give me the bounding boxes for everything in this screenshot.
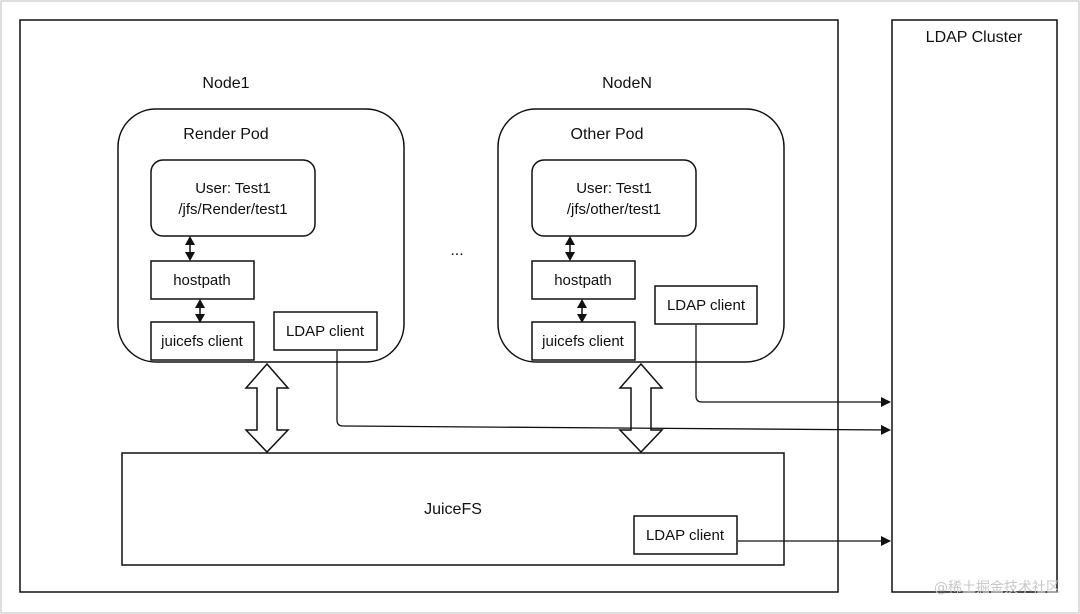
other-hostpath-box <box>531 260 636 300</box>
render-up-arrowhead-2 <box>195 299 205 308</box>
juicefs-ldap-client-box <box>633 515 738 555</box>
other-juicefs-client-label: juicefs client <box>541 333 625 350</box>
other-ldap-connection <box>695 325 891 407</box>
ellipsis-label: ... <box>450 242 463 259</box>
render-ldap-client-label: LDAP client <box>286 323 365 340</box>
other-down-arrowhead-2 <box>577 314 587 323</box>
ldap-cluster-box <box>891 19 1058 593</box>
node1-juicefs-double-arrow <box>244 362 290 454</box>
node1-label: Node1 <box>202 75 249 92</box>
render-user-box <box>150 159 316 237</box>
render-hostpath-box <box>150 260 255 300</box>
ldap-cluster-label: LDAP Cluster <box>926 29 1023 46</box>
nodeN-juicefs-double-arrow <box>618 362 664 454</box>
juicefs-label: JuiceFS <box>424 501 482 518</box>
render-up-arrowhead <box>185 236 195 245</box>
render-ldap-client-box <box>273 311 378 351</box>
render-hostpath-label: hostpath <box>173 272 231 289</box>
other-ldap-client-label: LDAP client <box>667 297 746 314</box>
other-user-box <box>531 159 697 237</box>
other-ldap-client-box <box>654 285 758 325</box>
render-pod <box>117 108 405 363</box>
render-pod-title: Render Pod <box>183 126 268 143</box>
other-user-path: /jfs/other/test1 <box>567 201 661 218</box>
other-user-line1: User: Test1 <box>576 180 652 197</box>
render-ldap-connection <box>336 351 891 435</box>
other-pod-title: Other Pod <box>571 126 644 143</box>
render-down-arrowhead <box>185 252 195 261</box>
other-up-arrowhead-2 <box>577 299 587 308</box>
other-up-arrowhead <box>565 236 575 245</box>
render-down-arrowhead-2 <box>195 314 205 323</box>
juicefs-ldap-client-label: LDAP client <box>646 527 725 544</box>
juicefs-box <box>121 452 785 566</box>
nodeN-label: NodeN <box>602 75 652 92</box>
other-juicefs-client-box <box>531 321 636 361</box>
render-user-path: /jfs/Render/test1 <box>178 201 287 218</box>
other-down-arrowhead <box>565 252 575 261</box>
render-juicefs-client-box <box>150 321 255 361</box>
other-pod <box>497 108 785 363</box>
nodes-container <box>19 19 839 593</box>
render-juicefs-client-label: juicefs client <box>160 333 244 350</box>
render-user-line1: User: Test1 <box>195 180 271 197</box>
watermark: @稀土掘金技术社区 <box>934 580 1060 596</box>
other-hostpath-label: hostpath <box>554 272 612 289</box>
